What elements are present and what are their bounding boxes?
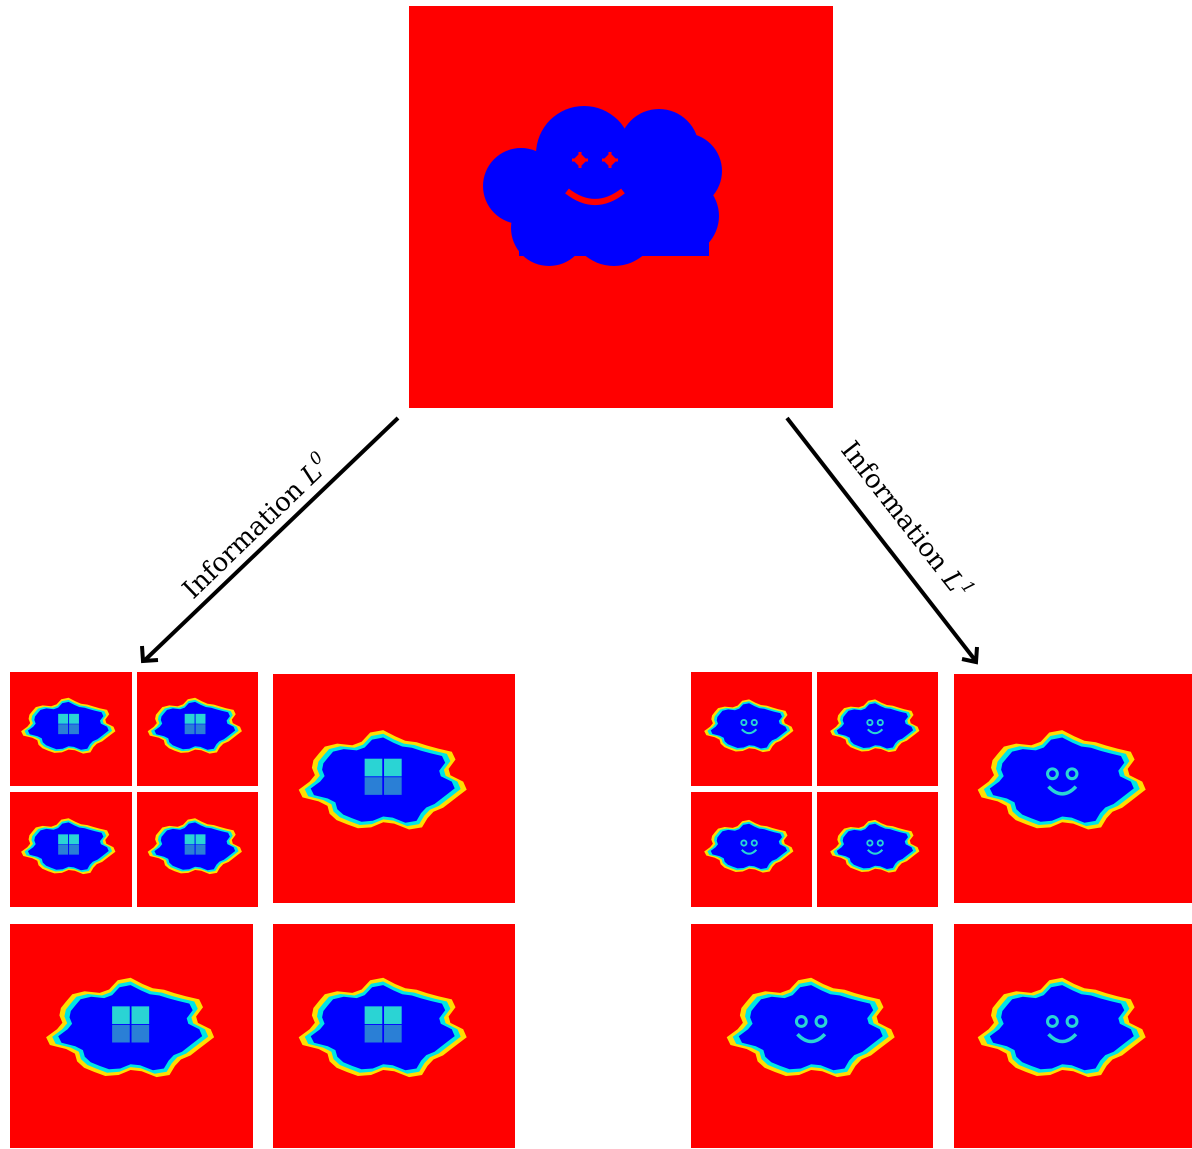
reconstruction-image [691,924,933,1148]
face-features [866,719,884,735]
reconstruction-image [817,672,938,786]
cloud-core [27,822,109,871]
face-features [184,834,206,855]
original-image [409,6,833,408]
cloud-core [310,737,455,823]
face-features [364,1006,402,1043]
reconstruction-image [954,674,1192,903]
l1-thumbnail-3 [691,792,812,907]
reconstruction-image [273,674,515,903]
original-image-panel [409,6,833,408]
face-features [184,713,206,735]
l1-thumbnail-1 [691,672,812,786]
cloud-core [154,822,236,871]
face-features [112,1006,150,1043]
cloud-core [58,985,203,1071]
l1-reconstruction-2 [691,924,933,1148]
cloud-core [310,985,455,1071]
reconstruction-image [817,792,938,907]
cloud-core [989,737,1134,823]
reconstruction-image [954,924,1192,1148]
cloud-core [836,823,914,869]
reconstruction-image [10,792,132,907]
right-arrow-label: Information L1 [834,434,978,606]
l0-thumbnail-3 [10,792,132,907]
l0-thumbnail-1 [10,672,132,786]
cloud-core [154,701,236,750]
reconstruction-image [691,672,812,786]
l0-reconstruction-3 [273,924,515,1148]
face-features [58,713,79,735]
reconstruction-image [137,672,258,786]
cloud-shape [483,106,722,266]
face-features [740,839,758,855]
l1-reconstruction-1 [954,674,1192,903]
face-features [1046,1015,1079,1044]
l0-reconstruction-2 [10,924,253,1148]
cloud-core [836,703,914,749]
cloud-core [710,823,788,869]
cloud-core [710,703,788,749]
cloud-core [738,985,883,1071]
face-features [740,719,758,735]
face-features [58,834,79,855]
right-arrow [785,416,979,665]
reconstruction-image [137,792,258,907]
l0-thumbnail-4 [137,792,258,907]
reconstruction-image [10,672,132,786]
reconstruction-image [273,924,515,1148]
left-arrow-label: Information L0 [175,448,336,606]
smiley-face [565,152,625,205]
face-features [794,1015,828,1044]
reconstruction-image [10,924,253,1148]
face-features [1046,767,1079,796]
reconstruction-image [691,792,812,907]
l1-thumbnail-4 [817,792,938,907]
l1-reconstruction-3 [954,924,1192,1148]
face-features [364,758,402,795]
l1-thumbnail-2 [817,672,938,786]
cloud-core [27,701,109,750]
cloud-core [989,985,1134,1071]
face-features [866,839,884,855]
l0-thumbnail-2 [137,672,258,786]
left-arrow [140,416,400,664]
l0-reconstruction-1 [273,674,515,903]
